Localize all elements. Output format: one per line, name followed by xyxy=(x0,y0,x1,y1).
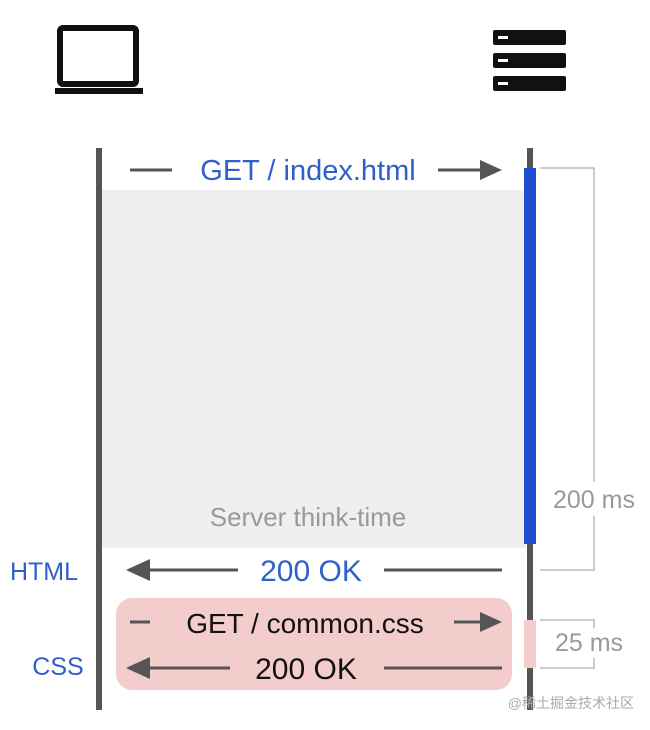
css-label: CSS xyxy=(32,653,83,681)
laptop-icon xyxy=(55,25,143,94)
html-duration-label: 200 ms xyxy=(553,486,635,514)
get-html-label: GET / index.html xyxy=(200,155,415,187)
get-css-label: GET / common.css xyxy=(186,608,424,639)
server-processing-bar-css xyxy=(524,620,536,668)
ok-html-arrow xyxy=(126,559,502,581)
ok-css-label: 200 OK xyxy=(255,653,357,686)
think-time-region xyxy=(102,190,526,548)
ok-html-label: 200 OK xyxy=(260,555,362,588)
html-label: HTML xyxy=(10,558,78,586)
css-duration-label: 25 ms xyxy=(555,629,623,657)
server-processing-bar-html xyxy=(524,168,536,544)
think-time-label: Server think-time xyxy=(210,502,407,532)
server-icon xyxy=(493,30,566,91)
get-html-arrow xyxy=(130,160,502,180)
html-duration-bracket xyxy=(540,167,595,571)
ok-css-arrow xyxy=(126,657,502,679)
get-css-arrow xyxy=(130,612,502,632)
watermark: @稀土掘金技术社区 xyxy=(508,695,634,711)
